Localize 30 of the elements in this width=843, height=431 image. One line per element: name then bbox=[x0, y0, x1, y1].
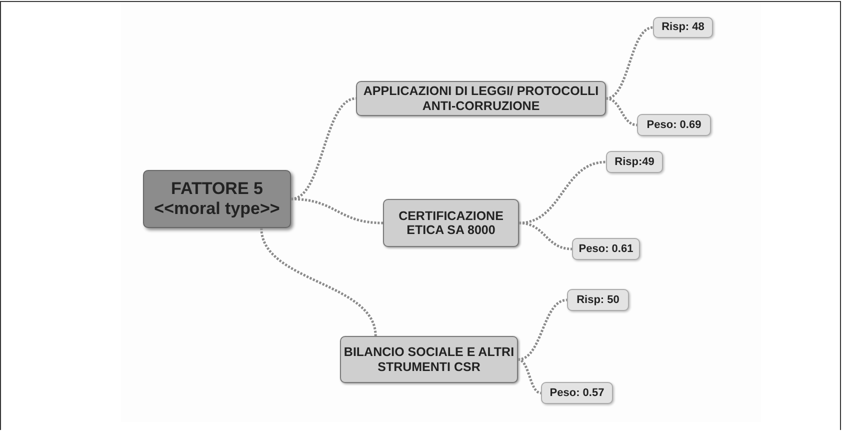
topic-box bbox=[567, 289, 629, 311]
topic-box bbox=[653, 17, 713, 38]
connector-line bbox=[606, 26, 654, 100]
node-text: APPLICAZIONI DI LEGGI/ PROTOCOLLI ANTI-CORRUZIONE bbox=[362, 84, 600, 113]
topic-box bbox=[541, 382, 613, 404]
connector-line bbox=[518, 222, 572, 250]
topic-box bbox=[383, 199, 519, 247]
topic-box bbox=[340, 336, 518, 383]
topic-box bbox=[637, 114, 711, 136]
node-text: <<moral type>> bbox=[154, 199, 280, 219]
node-text: Peso: 0.69 bbox=[646, 118, 702, 132]
connector-line bbox=[290, 198, 384, 224]
node-text: Peso: 0.61 bbox=[578, 242, 634, 256]
node-text: CERTIFICAZIONE ETICA SA 8000 bbox=[398, 208, 504, 238]
connector-line bbox=[518, 358, 542, 394]
connector-line bbox=[290, 97, 356, 200]
topic-box bbox=[143, 170, 291, 228]
topic-box bbox=[606, 151, 663, 173]
connector-line bbox=[260, 228, 377, 336]
node-text: Risp: 48 bbox=[662, 21, 704, 34]
node-text: FATTORE 5 bbox=[171, 179, 263, 199]
topic-box bbox=[356, 81, 606, 116]
node-text: Peso: 0.57 bbox=[550, 386, 604, 400]
connector-line bbox=[518, 160, 606, 224]
node-text: Risp: 50 bbox=[576, 294, 620, 306]
connector-line bbox=[518, 298, 568, 361]
node-text: Risp:49 bbox=[614, 156, 654, 168]
connector-line bbox=[606, 97, 638, 126]
topic-box bbox=[572, 238, 640, 260]
node-text: BILANCIO SOCIALE E ALTRI STRUMENTI CSR bbox=[342, 345, 516, 374]
